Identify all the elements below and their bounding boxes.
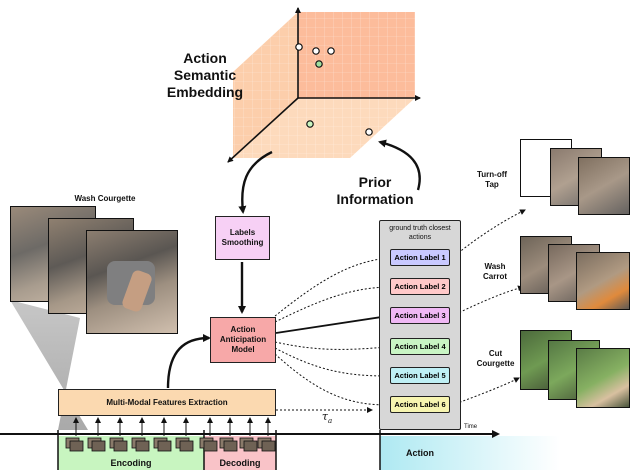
tau-label: τa (312, 410, 342, 425)
anticipation-model-line: Action (230, 325, 256, 334)
labels-to-clips-arrows (451, 209, 526, 406)
embedding-point (306, 120, 314, 128)
action-label-6: Action Label 6 (390, 396, 450, 413)
action-label-3: Action Label 3 (390, 307, 450, 324)
output-clip-label-2: Wash Carrot (470, 262, 520, 282)
ground-truth-title-line: actions (408, 234, 432, 241)
anticipation-model-line: Model (231, 345, 255, 354)
embedding-cube (227, 7, 421, 163)
frame-to-features-arrows (73, 417, 271, 436)
model-to-labels-arrows (274, 255, 389, 408)
output-clip-label-1: Turn-off Tap (462, 170, 522, 190)
embedding-title-line: Embedding (166, 84, 244, 100)
labels-smoothing-line: Smoothing (221, 238, 264, 247)
embedding-point (312, 47, 320, 55)
output-clip-frame (576, 348, 630, 408)
ground-truth-title-line: ground truth closest (389, 225, 451, 232)
input-clip-label: Wash Courgette (74, 194, 136, 203)
action-label-1: Action Label 1 (390, 249, 450, 266)
features-extraction-box: Multi-Modal Features Extraction (58, 389, 276, 416)
action-region (380, 436, 560, 470)
model-to-label3-arrow (275, 312, 390, 334)
output-clip-label-line: Tap (485, 180, 499, 189)
action-label-2: Action Label 2 (390, 278, 450, 295)
cube-to-smoothing-arrow (238, 150, 273, 214)
output-clip-frame (578, 157, 630, 215)
action-label-4: Action Label 4 (390, 338, 450, 355)
output-clip-frame (576, 252, 630, 310)
prior-information-arrow (378, 139, 421, 191)
features-to-model-arrow (166, 334, 211, 389)
embedding-point (295, 43, 303, 51)
anticipation-model-line: Anticipation (219, 335, 267, 344)
prior-information-line: Prior (358, 174, 392, 190)
tau-subscript: a (327, 417, 333, 426)
action-label-5: Action Label 5 (390, 367, 450, 384)
encoding-label: Encoding (110, 458, 152, 468)
prior-information-label: Prior Information (330, 174, 420, 208)
input-clip-frame (86, 230, 178, 334)
embedding-point (365, 128, 373, 136)
time-label: Time (464, 424, 478, 430)
output-clip-label-3: Cut Courgette (468, 349, 523, 369)
embedding-title-line: Semantic (173, 67, 237, 83)
embedding-title: Action Semantic Embedding (160, 50, 250, 101)
decoding-label: Decoding (219, 458, 261, 468)
output-clip-label-line: Cut (488, 349, 503, 358)
ground-truth-title: ground truth closest actions (379, 224, 461, 242)
output-clip-label-line: Turn-off (476, 170, 508, 179)
output-clip-label-line: Carrot (482, 272, 507, 281)
tau-symbol: τ (321, 410, 328, 423)
frame-thumbnails (65, 437, 276, 452)
embedding-point (327, 47, 335, 55)
output-clip-label-line: Courgette (476, 359, 515, 368)
embedding-point (315, 60, 323, 68)
labels-smoothing-line: Labels (229, 228, 256, 237)
labels-smoothing-box: Labels Smoothing (215, 216, 270, 260)
action-label: Action (406, 448, 434, 458)
prior-information-line: Information (336, 191, 414, 207)
output-clip-label-line: Wash (484, 262, 506, 271)
anticipation-model-box: Action Anticipation Model (210, 317, 276, 363)
embedding-title-line: Action (183, 50, 227, 66)
